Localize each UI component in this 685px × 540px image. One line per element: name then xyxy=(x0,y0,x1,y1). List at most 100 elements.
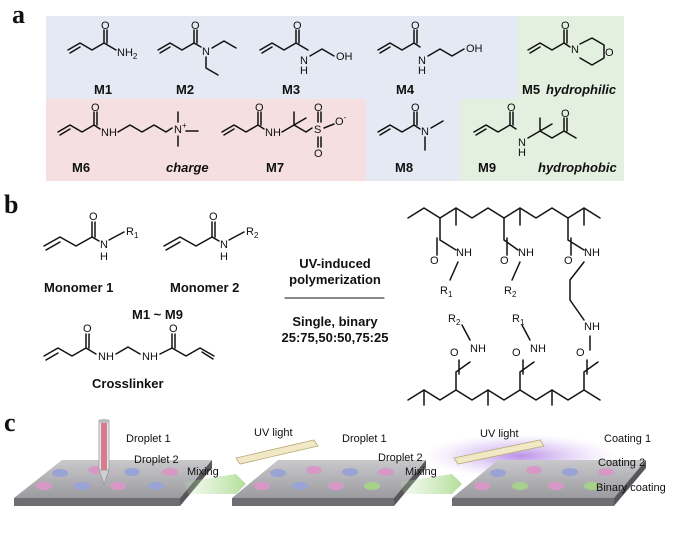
svg-text:O: O xyxy=(605,47,614,59)
label-m8: M8 xyxy=(395,160,414,175)
svg-text:N: N xyxy=(571,44,579,56)
svg-text:H: H xyxy=(300,65,308,77)
label-binary-coating: Binary coating xyxy=(596,482,666,494)
svg-text:OH: OH xyxy=(336,51,353,63)
svg-text:NH: NH xyxy=(470,343,486,355)
svg-text:NH: NH xyxy=(101,127,117,139)
svg-text:NH: NH xyxy=(584,321,600,333)
svg-text:H: H xyxy=(220,251,228,263)
label-crosslinker: Crosslinker xyxy=(92,376,164,391)
svg-text:O: O xyxy=(450,347,459,359)
svg-text:N: N xyxy=(220,239,228,251)
svg-text:S: S xyxy=(314,124,321,136)
label-charge: charge xyxy=(166,160,209,175)
label-droplet-2-a: Droplet 2 xyxy=(134,454,179,466)
svg-text:NH: NH xyxy=(456,247,472,259)
svg-text:NH: NH xyxy=(584,247,600,259)
svg-text:O: O xyxy=(91,102,100,114)
pipette-icon xyxy=(98,419,110,486)
svg-text:O: O xyxy=(500,255,509,267)
svg-text:OH: OH xyxy=(466,43,483,55)
svg-text:O: O xyxy=(430,255,439,267)
svg-text:O: O xyxy=(512,347,521,359)
arrow-label-top: UV-induced polymerization xyxy=(289,256,381,287)
label-monomer-2: Monomer 2 xyxy=(170,280,240,295)
label-mixing-1: Mixing xyxy=(187,466,219,478)
svg-text:N: N xyxy=(421,126,429,138)
svg-text:O: O xyxy=(209,211,218,223)
label-coating-2: Coating 2 xyxy=(598,457,646,469)
svg-text:O: O xyxy=(561,108,570,120)
monomer-1-structure: O N H R1 xyxy=(43,211,139,263)
svg-text:O: O xyxy=(314,148,323,160)
label-m3: M3 xyxy=(282,82,301,97)
label-m9: M9 xyxy=(478,160,497,175)
label-m7: M7 xyxy=(266,160,285,175)
label-coating-1: Coating 1 xyxy=(604,433,652,445)
label-droplet-2-b: Droplet 2 xyxy=(378,452,423,464)
svg-text:H: H xyxy=(418,65,426,77)
panel-letter-c: c xyxy=(4,408,16,437)
svg-text:N: N xyxy=(518,137,526,149)
svg-text:N: N xyxy=(418,55,426,67)
svg-text:O: O xyxy=(576,347,585,359)
label-m1: M1 xyxy=(94,82,113,97)
svg-text:N: N xyxy=(100,239,108,251)
blue-group-box-m8 xyxy=(366,99,460,181)
m8-structure: O N xyxy=(377,102,444,151)
m1-structure: O NH2 xyxy=(67,20,138,61)
svg-text:N: N xyxy=(202,46,210,58)
arrow-label-bottom-1: Single, binary xyxy=(292,314,378,329)
svg-text:O: O xyxy=(255,102,264,114)
mixing-arrow-1 xyxy=(184,474,246,494)
mixing-arrow-2 xyxy=(400,474,462,494)
label-droplet-1-a: Droplet 1 xyxy=(126,433,171,445)
label-m2: M2 xyxy=(176,82,195,97)
svg-text:NH: NH xyxy=(142,351,158,363)
plate-1 xyxy=(14,419,212,506)
svg-text:H: H xyxy=(518,147,526,159)
label-mixing-2: Mixing xyxy=(405,466,437,478)
uv-light-bar-1 xyxy=(235,439,319,465)
label-hydrophobic: hydrophobic xyxy=(538,160,617,175)
blue-group-box-top xyxy=(46,16,518,99)
plate-2 xyxy=(232,460,426,506)
uv-light-bar-2 xyxy=(453,439,545,465)
svg-text:H: H xyxy=(100,251,108,263)
svg-text:O: O xyxy=(191,20,200,32)
m3-structure: O N H OH xyxy=(259,20,353,77)
label-range: M1 ~ M9 xyxy=(132,307,183,322)
svg-text:O: O xyxy=(507,102,516,114)
label-m6: M6 xyxy=(72,160,91,175)
label-uv-light-1: UV light xyxy=(254,427,293,439)
m2-structure: O N xyxy=(157,20,237,76)
svg-text:O: O xyxy=(101,20,110,32)
pink-group-box-charge xyxy=(46,99,366,181)
green-group-box-m9 xyxy=(460,99,624,181)
m9-structure: O N H O xyxy=(473,102,577,159)
panel-letter-b: b xyxy=(4,190,19,219)
svg-text:NH: NH xyxy=(530,343,546,355)
plate-1-wells xyxy=(36,466,178,490)
arrow-label-bottom-2: 25:75,50:50,75:25 xyxy=(281,330,389,345)
svg-text:O: O xyxy=(169,323,178,335)
label-droplet-1-b: Droplet 1 xyxy=(342,433,387,445)
svg-text:NH2: NH2 xyxy=(117,47,138,61)
svg-text:O: O xyxy=(89,211,98,223)
label-monomer-1: Monomer 1 xyxy=(44,280,114,295)
svg-text:NH: NH xyxy=(518,247,534,259)
panel-letter-a: a xyxy=(12,0,25,29)
svg-text:NH: NH xyxy=(98,351,114,363)
svg-text:NH: NH xyxy=(265,127,281,139)
svg-text:O: O xyxy=(411,20,420,32)
svg-text:O: O xyxy=(561,20,570,32)
label-uv-light-2: UV light xyxy=(480,428,519,440)
label-hydrophilic: hydrophilic xyxy=(546,82,617,97)
label-m5: M5 xyxy=(522,82,541,97)
label-m4: M4 xyxy=(396,82,415,97)
m6-structure: O NH N+ xyxy=(57,102,199,147)
plate-3 xyxy=(452,460,646,506)
m7-structure: O NH S O O O- xyxy=(221,102,347,160)
